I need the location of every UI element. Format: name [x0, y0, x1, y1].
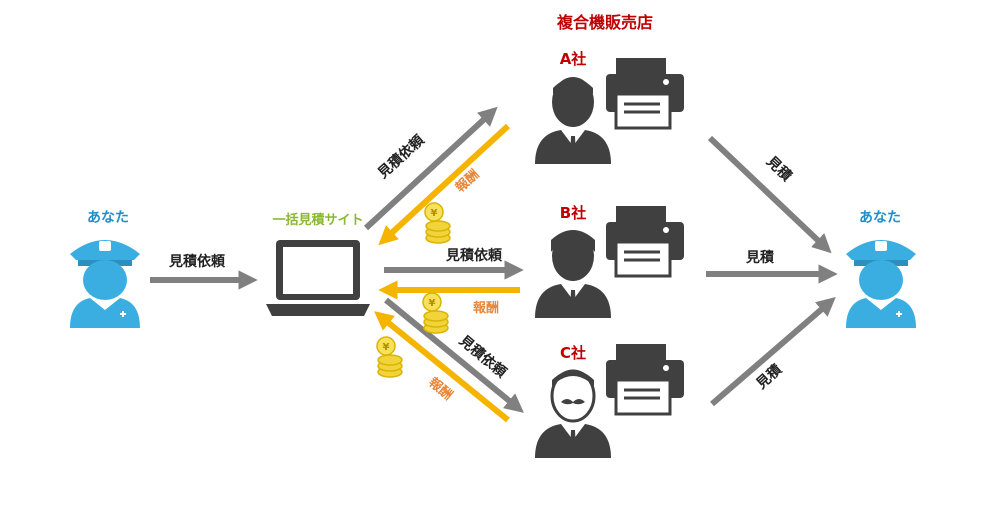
request-to-c-label: 見積依頼 — [455, 331, 510, 381]
coin-stack-icon: ¥ — [422, 292, 449, 334]
businessman-icon — [535, 77, 611, 164]
coin-stack-icon: ¥ — [424, 202, 451, 244]
fee-c-label: 報酬 — [425, 374, 455, 403]
dealer-group-title: 複合機販売店 — [556, 13, 653, 32]
printer-icon — [606, 344, 684, 416]
printer-icon — [606, 206, 684, 278]
quote-b-label: 見積 — [745, 249, 775, 266]
request-to-c-arrow — [384, 297, 524, 413]
fee-b-label: 報酬 — [473, 300, 499, 316]
mustache-businessman-icon — [535, 369, 611, 458]
svg-text:¥: ¥ — [383, 342, 390, 353]
police-person-icon — [70, 240, 140, 328]
svg-text:¥: ¥ — [431, 208, 438, 219]
quote-c-arrow — [710, 296, 836, 407]
printer-icon — [606, 58, 684, 130]
police-person-icon — [846, 240, 916, 328]
businessman-icon — [535, 230, 611, 318]
coin-stack-icon: ¥ — [376, 336, 403, 378]
fee-from-a-arrow — [378, 123, 511, 246]
request-to-b-label: 見積依頼 — [445, 247, 503, 264]
dealer-c-label: C社 — [560, 344, 586, 362]
request-label: 見積依頼 — [168, 253, 226, 270]
dealer-b-label: B社 — [560, 204, 586, 222]
site-label: 一括見積サイト — [272, 212, 363, 228]
svg-text:¥: ¥ — [429, 298, 436, 309]
quote-a-arrow — [707, 135, 832, 254]
you-left-label: あなた — [87, 210, 129, 226]
fee-from-c-arrow — [374, 311, 510, 423]
laptop-icon — [266, 240, 370, 316]
quote-a-label: 見積 — [762, 152, 795, 185]
you-right-label: あなた — [859, 210, 901, 226]
request-to-a-arrow — [363, 106, 498, 231]
dealer-a-label: A社 — [560, 50, 587, 68]
